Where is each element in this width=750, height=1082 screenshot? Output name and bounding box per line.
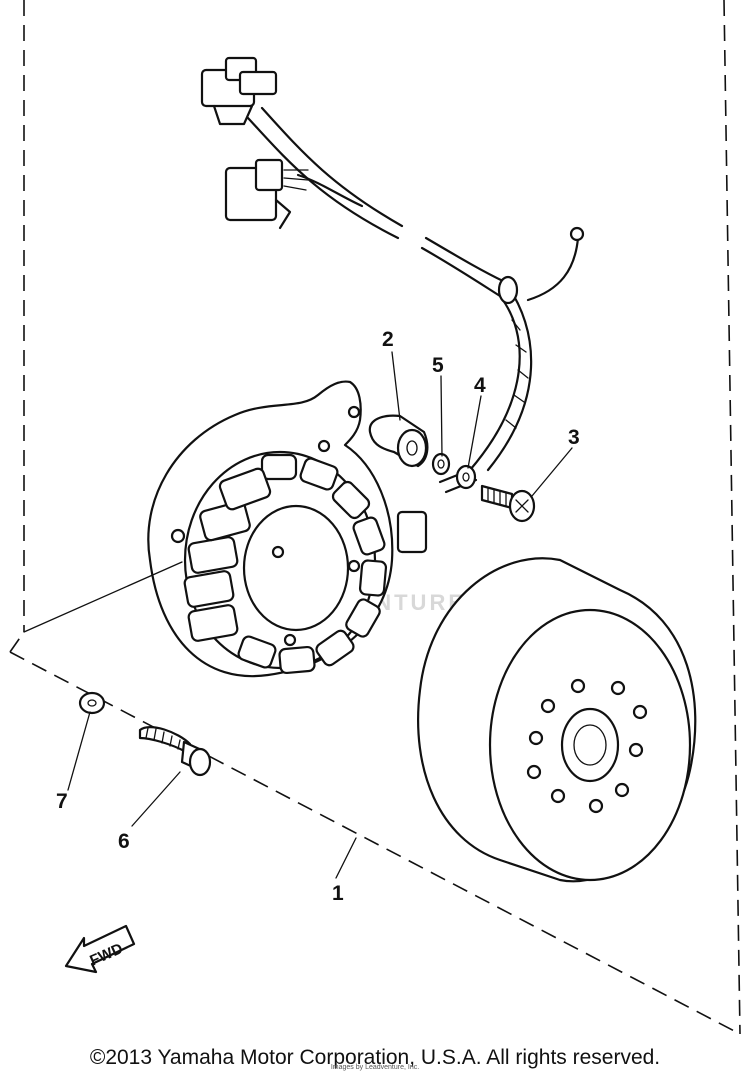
washer-part-7 bbox=[78, 691, 106, 715]
stator-coils bbox=[183, 439, 428, 675]
flywheel-rotor-part-1 bbox=[417, 557, 697, 883]
wire-harness bbox=[246, 106, 585, 494]
callout-5: 5 bbox=[432, 354, 444, 377]
washer-part-5 bbox=[431, 452, 451, 476]
collar-part-2 bbox=[368, 414, 429, 468]
callout-2: 2 bbox=[382, 328, 394, 351]
lock-washer-part-4 bbox=[455, 464, 477, 490]
harness-connector-upper bbox=[200, 56, 278, 126]
screw-part-3 bbox=[480, 484, 536, 523]
callout-4: 4 bbox=[474, 374, 486, 397]
copyright-notice: ©2013 Yamaha Motor Corporation, U.S.A. A… bbox=[89, 1046, 661, 1069]
image-credit: Images by Leadventure, Inc. bbox=[330, 1064, 420, 1071]
callout-7: 7 bbox=[56, 790, 68, 813]
bolt-part-6 bbox=[138, 726, 212, 777]
leader-lines bbox=[23, 351, 573, 879]
callout-labels: 1 2 3 4 5 6 7 bbox=[56, 328, 580, 905]
forward-direction-arrow: FWD bbox=[64, 924, 136, 974]
callout-6: 6 bbox=[118, 830, 130, 853]
harness-connector-lower bbox=[224, 158, 309, 230]
assembly-boundary bbox=[9, 0, 741, 1035]
callout-3: 3 bbox=[568, 426, 580, 449]
callout-1: 1 bbox=[332, 882, 344, 905]
